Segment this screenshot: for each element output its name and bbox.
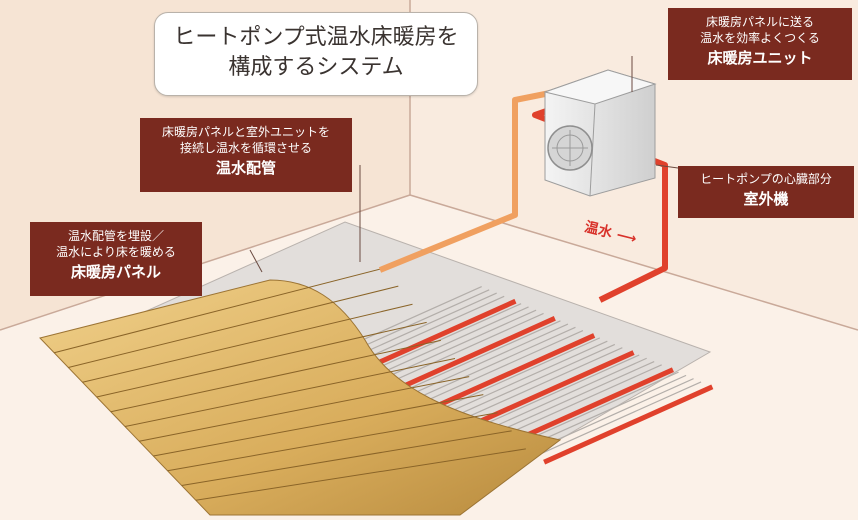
title-line-1: ヒートポンプ式温水床暖房を xyxy=(173,25,459,50)
wood-board-seam xyxy=(82,303,413,383)
floor-panel-name: 床暖房パネル xyxy=(70,263,161,281)
return-pipe xyxy=(378,89,556,273)
label-floor-heating-panel: 温水配管を埋設／ 温水により床を暖める 床暖房パネル xyxy=(30,222,202,296)
label-outdoor-unit: ヒートポンプの心臓部分 室外機 xyxy=(678,166,854,218)
label-floor-heating-unit: 床暖房パネルに送る 温水を効率よくつくる 床暖房ユニット xyxy=(668,8,852,80)
outdoor-unit xyxy=(543,69,657,197)
hot-water-pipe-name: 温水配管 xyxy=(215,159,276,177)
panel-hot-pipe-run xyxy=(424,333,596,414)
panel-hot-pipe-run xyxy=(543,384,714,465)
floor-unit-desc-1: 床暖房パネルに送る xyxy=(705,15,814,29)
floor-panel-desc-1: 温水配管を埋設／ xyxy=(67,229,164,243)
supply-pipe xyxy=(532,105,668,303)
hot-water-pipe-desc-2: 接続し温水を循環させる xyxy=(179,141,312,155)
floor-panel-desc-2: 温水により床を暖める xyxy=(56,245,176,259)
title-line-2: 構成するシステム xyxy=(228,55,404,80)
floor-edge-right xyxy=(409,194,858,331)
panel-pipe-loop xyxy=(518,381,702,465)
wood-board-lines xyxy=(54,267,526,501)
wood-board-seam xyxy=(153,394,484,457)
wood-board-seam xyxy=(124,358,456,427)
floor-unit-name: 床暖房ユニット xyxy=(707,49,813,67)
wood-board-seam xyxy=(139,376,470,442)
leader-line-outdoor-unit xyxy=(655,164,679,169)
wood-board-seam xyxy=(54,267,385,354)
wood-board-seam xyxy=(195,448,526,501)
label-hot-water-pipe: 床暖房パネルと室外ユニットを 接続し温水を循環させる 温水配管 xyxy=(140,118,352,192)
wood-board-seam xyxy=(181,430,512,486)
panel-hot-pipe-run xyxy=(464,350,635,431)
wood-board-seam xyxy=(96,321,427,398)
wood-board-seam xyxy=(110,339,441,413)
floor-unit-desc-2: 温水を効率よくつくる xyxy=(700,31,820,45)
wood-board-seam xyxy=(167,412,498,472)
leader-line-floor-panel xyxy=(249,249,263,273)
hot-water-pipe-desc-1: 床暖房パネルと室外ユニットを xyxy=(161,125,330,139)
wood-floor-boards xyxy=(39,279,562,516)
diagram-title: ヒートポンプ式温水床暖房を 構成するシステム xyxy=(154,12,478,96)
outdoor-unit-name: 室外機 xyxy=(743,190,789,208)
wood-board-seam xyxy=(68,285,399,368)
panel-hot-pipe-run xyxy=(503,367,674,448)
floor-edge-left xyxy=(0,194,411,331)
panel-hot-pipe-run xyxy=(385,316,556,397)
outdoor-unit-desc: ヒートポンプの心臓部分 xyxy=(700,172,832,186)
